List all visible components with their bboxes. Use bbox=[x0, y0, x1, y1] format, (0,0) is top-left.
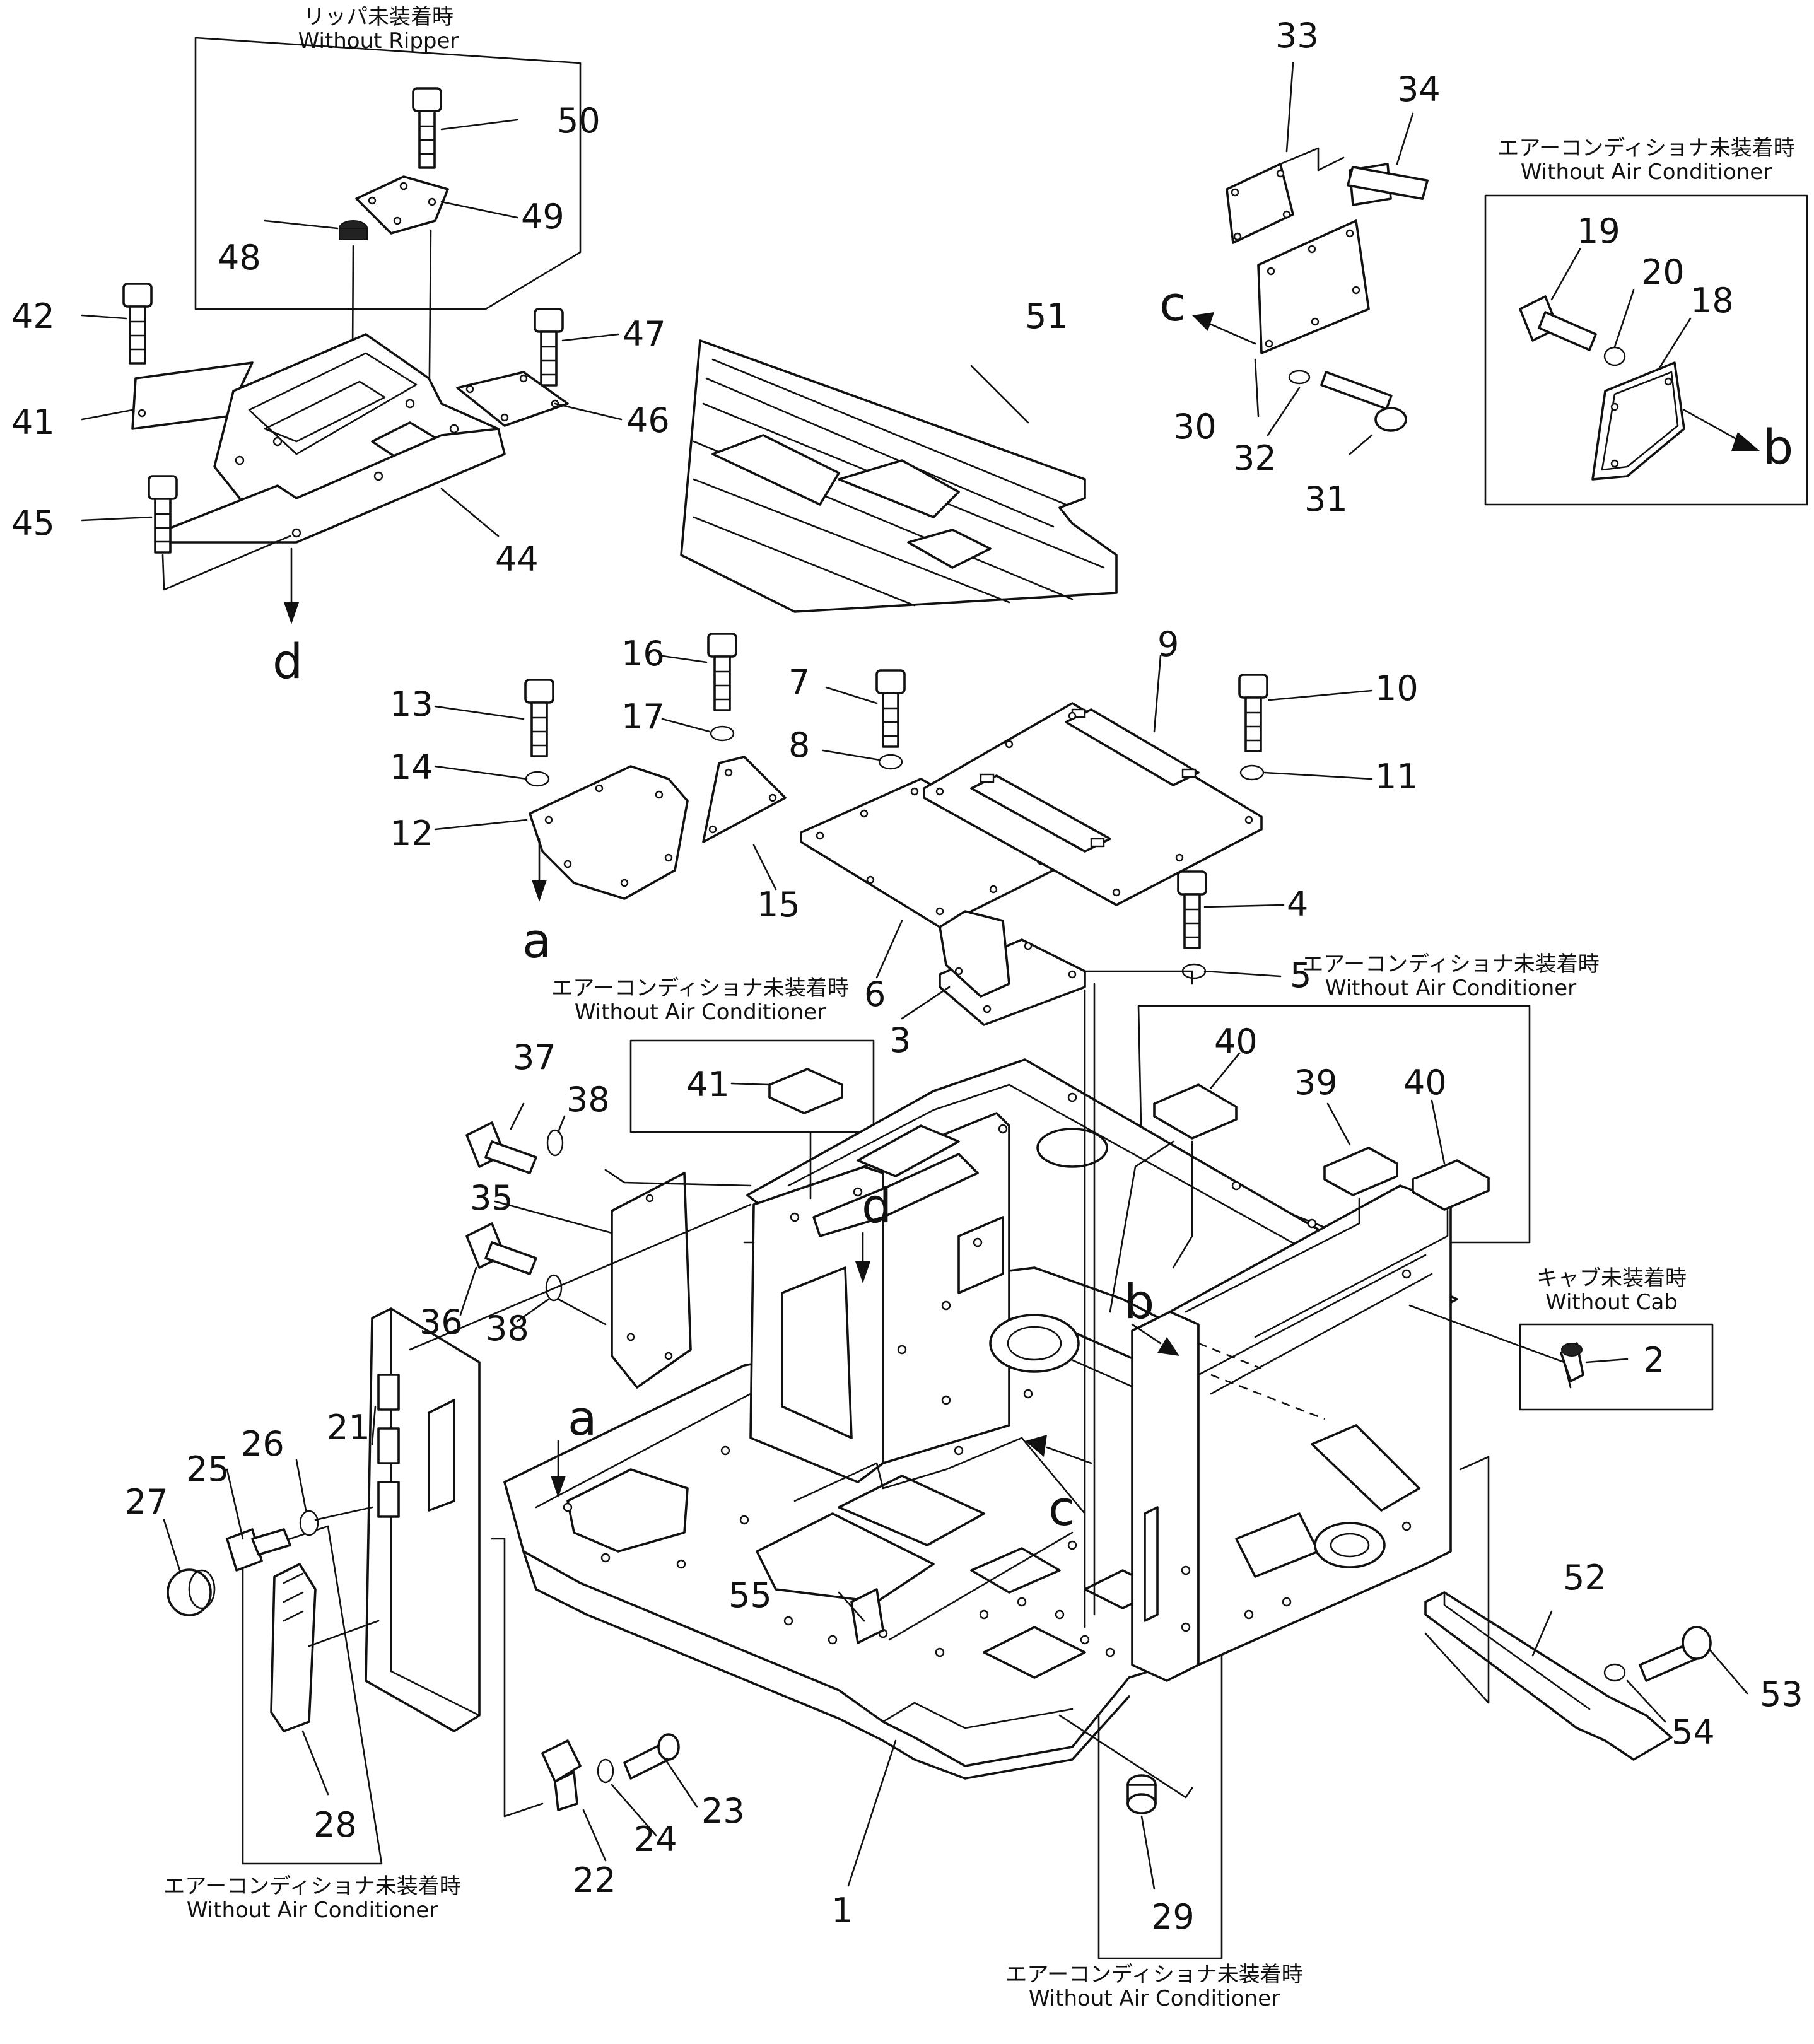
guide-lines bbox=[308, 970, 1572, 1818]
plate-50-shape bbox=[355, 175, 449, 235]
ac-cover-18-group bbox=[1519, 295, 1760, 481]
label-2: 2 bbox=[1643, 1340, 1665, 1380]
cover-12-group bbox=[524, 633, 787, 902]
label-30: 30 bbox=[1173, 407, 1217, 447]
label-35: 35 bbox=[470, 1178, 513, 1218]
label-50: 49 bbox=[521, 197, 565, 237]
label-25: 25 bbox=[186, 1449, 230, 1489]
ripper-assembly bbox=[122, 87, 569, 624]
label-48: 47 bbox=[623, 314, 666, 354]
ref-a-top: a bbox=[522, 913, 552, 969]
label-7: 7 bbox=[788, 662, 810, 702]
label-41: 40 bbox=[1214, 1022, 1258, 1061]
label-29: 29 bbox=[1151, 1897, 1195, 1937]
frame-ref-arrows bbox=[551, 1232, 1179, 1498]
label-24: 24 bbox=[634, 1819, 677, 1859]
label-17: 17 bbox=[621, 697, 665, 737]
caption-ac-bottom-right-jp: エアーコンディショナ未装着時 bbox=[1005, 1962, 1303, 1987]
label-3: 3 bbox=[889, 1020, 911, 1060]
label-22: 22 bbox=[573, 1860, 616, 1900]
ref-d-top: d bbox=[272, 633, 303, 689]
label-38-lower: 38 bbox=[486, 1309, 529, 1348]
label-16: 16 bbox=[621, 634, 665, 674]
label-14: 14 bbox=[390, 747, 433, 787]
caption-ac-right-top-jp: エアーコンディショナ未装着時 bbox=[1497, 136, 1795, 161]
bolt-51-shape bbox=[412, 87, 442, 169]
label-15: 15 bbox=[757, 885, 800, 925]
ref-b-frame: b bbox=[1124, 1273, 1154, 1329]
grille-52-shape bbox=[680, 339, 1118, 613]
label-13: 13 bbox=[390, 684, 433, 724]
caption-cab-jp: キャブ未装着時 bbox=[1536, 1266, 1687, 1291]
label-26: 26 bbox=[241, 1424, 284, 1464]
frame-holes bbox=[563, 1092, 1412, 1657]
label-43: 41 bbox=[11, 402, 55, 442]
label-47: 46 bbox=[626, 400, 670, 440]
caption-ac-bottom-left-jp: エアーコンディショナ未装着時 bbox=[163, 1874, 461, 1899]
label-56: 55 bbox=[729, 1575, 772, 1615]
label-46: 45 bbox=[11, 503, 55, 543]
caption-ac-center-en: Without Air Conditioner bbox=[575, 1000, 826, 1025]
label-38-upper: 38 bbox=[566, 1080, 610, 1119]
label-4: 4 bbox=[1287, 884, 1308, 924]
label-1: 1 bbox=[831, 1891, 853, 1930]
ref-c-frame: c bbox=[1048, 1480, 1075, 1536]
right-side-parts bbox=[768, 1068, 1712, 1814]
plates-6-9-group bbox=[800, 669, 1268, 1026]
label-55: 54 bbox=[1671, 1712, 1715, 1752]
label-9: 9 bbox=[1157, 624, 1179, 664]
label-6: 6 bbox=[864, 974, 886, 1014]
caption-ac-right-mid-en: Without Air Conditioner bbox=[1325, 976, 1576, 1001]
caption-ripper-en: Without Ripper bbox=[298, 28, 459, 54]
label-42: 41 bbox=[686, 1065, 730, 1104]
caption-ac-bottom-right-en: Without Air Conditioner bbox=[1029, 1986, 1280, 2011]
label-23: 23 bbox=[701, 1791, 745, 1831]
ref-b-top: b bbox=[1763, 419, 1793, 475]
caption-ac-right-mid-jp: エアーコンディショナ未装着時 bbox=[1302, 952, 1600, 977]
label-10: 10 bbox=[1375, 669, 1419, 708]
ref-a-frame: a bbox=[568, 1390, 597, 1446]
label-19: 19 bbox=[1577, 211, 1620, 251]
label-12: 12 bbox=[390, 814, 433, 853]
label-27: 27 bbox=[125, 1482, 168, 1522]
caption-ac-center-jp: エアーコンディショナ未装着時 bbox=[551, 976, 849, 1001]
cover-33-group bbox=[1192, 147, 1429, 432]
captions: リッパ未装着時 Without Ripper エアーコンディショナ未装着時 Wi… bbox=[163, 4, 1795, 2011]
label-28: 28 bbox=[313, 1805, 357, 1845]
caption-ac-right-top-en: Without Air Conditioner bbox=[1521, 160, 1772, 185]
label-20: 20 bbox=[1641, 252, 1685, 292]
caption-ripper-jp: リッパ未装着時 bbox=[303, 4, 454, 30]
label-54: 53 bbox=[1760, 1674, 1803, 1714]
label-37: 37 bbox=[513, 1037, 556, 1077]
label-5: 5 bbox=[1290, 955, 1311, 995]
label-39: 39 bbox=[1294, 1063, 1338, 1102]
caption-ac-bottom-left-en: Without Air Conditioner bbox=[187, 1898, 438, 1923]
label-44: 42 bbox=[11, 296, 55, 336]
main-frame-1 bbox=[503, 1058, 1458, 1780]
label-40: 40 bbox=[1403, 1063, 1447, 1102]
label-18: 18 bbox=[1690, 281, 1734, 320]
label-32: 32 bbox=[1233, 438, 1277, 478]
label-34: 34 bbox=[1397, 69, 1441, 109]
label-49: 48 bbox=[218, 238, 261, 277]
label-33: 33 bbox=[1275, 16, 1319, 55]
label-51: 50 bbox=[557, 101, 600, 141]
left-side-parts bbox=[167, 1121, 692, 1811]
leader-lines bbox=[81, 62, 1748, 1890]
label-36: 36 bbox=[419, 1302, 463, 1342]
caption-cab-en: Without Cab bbox=[1545, 1290, 1678, 1315]
label-21: 21 bbox=[327, 1408, 370, 1447]
ref-c-top: c bbox=[1159, 276, 1186, 332]
label-45: 44 bbox=[495, 539, 539, 579]
label-53: 52 bbox=[1563, 1558, 1606, 1597]
label-52: 51 bbox=[1025, 296, 1068, 336]
label-11: 11 bbox=[1375, 757, 1419, 797]
ref-d-frame: d bbox=[862, 1177, 892, 1234]
part-labels: 50 49 48 42 41 47 46 45 44 d 51 33 34 c … bbox=[11, 16, 1803, 1937]
label-31: 31 bbox=[1304, 479, 1348, 519]
label-8: 8 bbox=[788, 725, 810, 765]
